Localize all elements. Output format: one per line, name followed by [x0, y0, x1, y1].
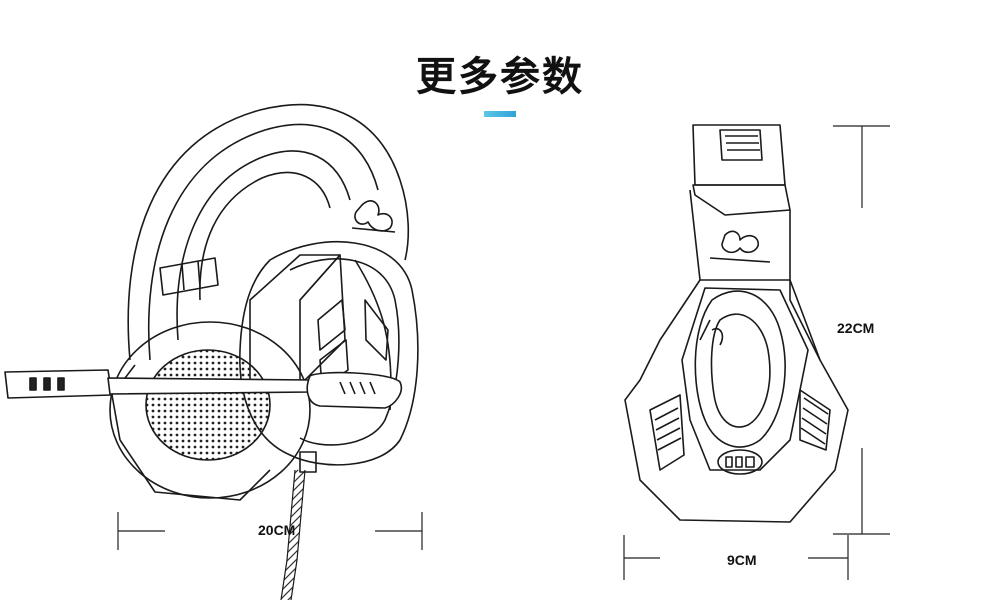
title-accent-bar	[484, 111, 516, 117]
headset-side-sketch	[4, 103, 419, 600]
page-title: 更多参数	[416, 54, 584, 100]
depth-dimension-lines	[623, 535, 849, 580]
headset-front-sketch	[624, 124, 849, 523]
width-dimension-label: 20CM	[258, 522, 296, 538]
height-dimension-lines	[833, 125, 890, 535]
width-dimension-lines	[117, 512, 423, 550]
depth-dimension-label: 9CM	[727, 552, 757, 568]
height-dimension-label: 22CM	[837, 320, 875, 336]
